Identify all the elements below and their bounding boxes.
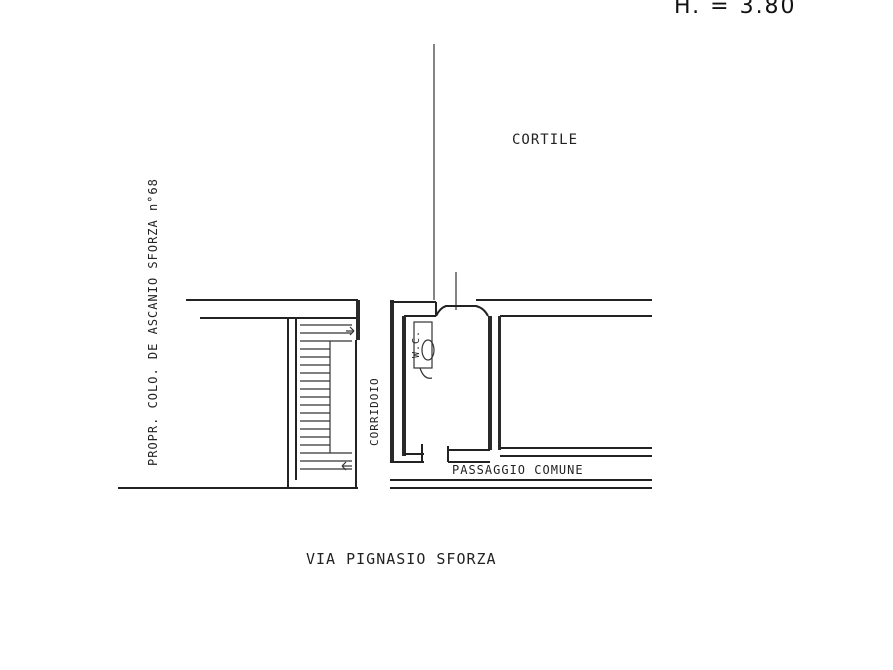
- corridor-unit: [390, 299, 652, 463]
- neighbor-property-label: PROPR. COLO. DE ASCANIO SFORZA n°68: [146, 178, 160, 466]
- left-end-wall: [356, 300, 360, 340]
- common-passage-label: PASSAGGIO COMUNE: [452, 463, 584, 477]
- corridor-label: CORRIDOIO: [368, 377, 381, 446]
- courtyard-label: CORTILE: [512, 132, 579, 148]
- height-label: H. = 3.80: [674, 0, 797, 19]
- wc-label: W.C.: [411, 329, 422, 358]
- staircase: [287, 318, 357, 488]
- street-label: VIA PIGNASIO SFORZA: [306, 550, 497, 568]
